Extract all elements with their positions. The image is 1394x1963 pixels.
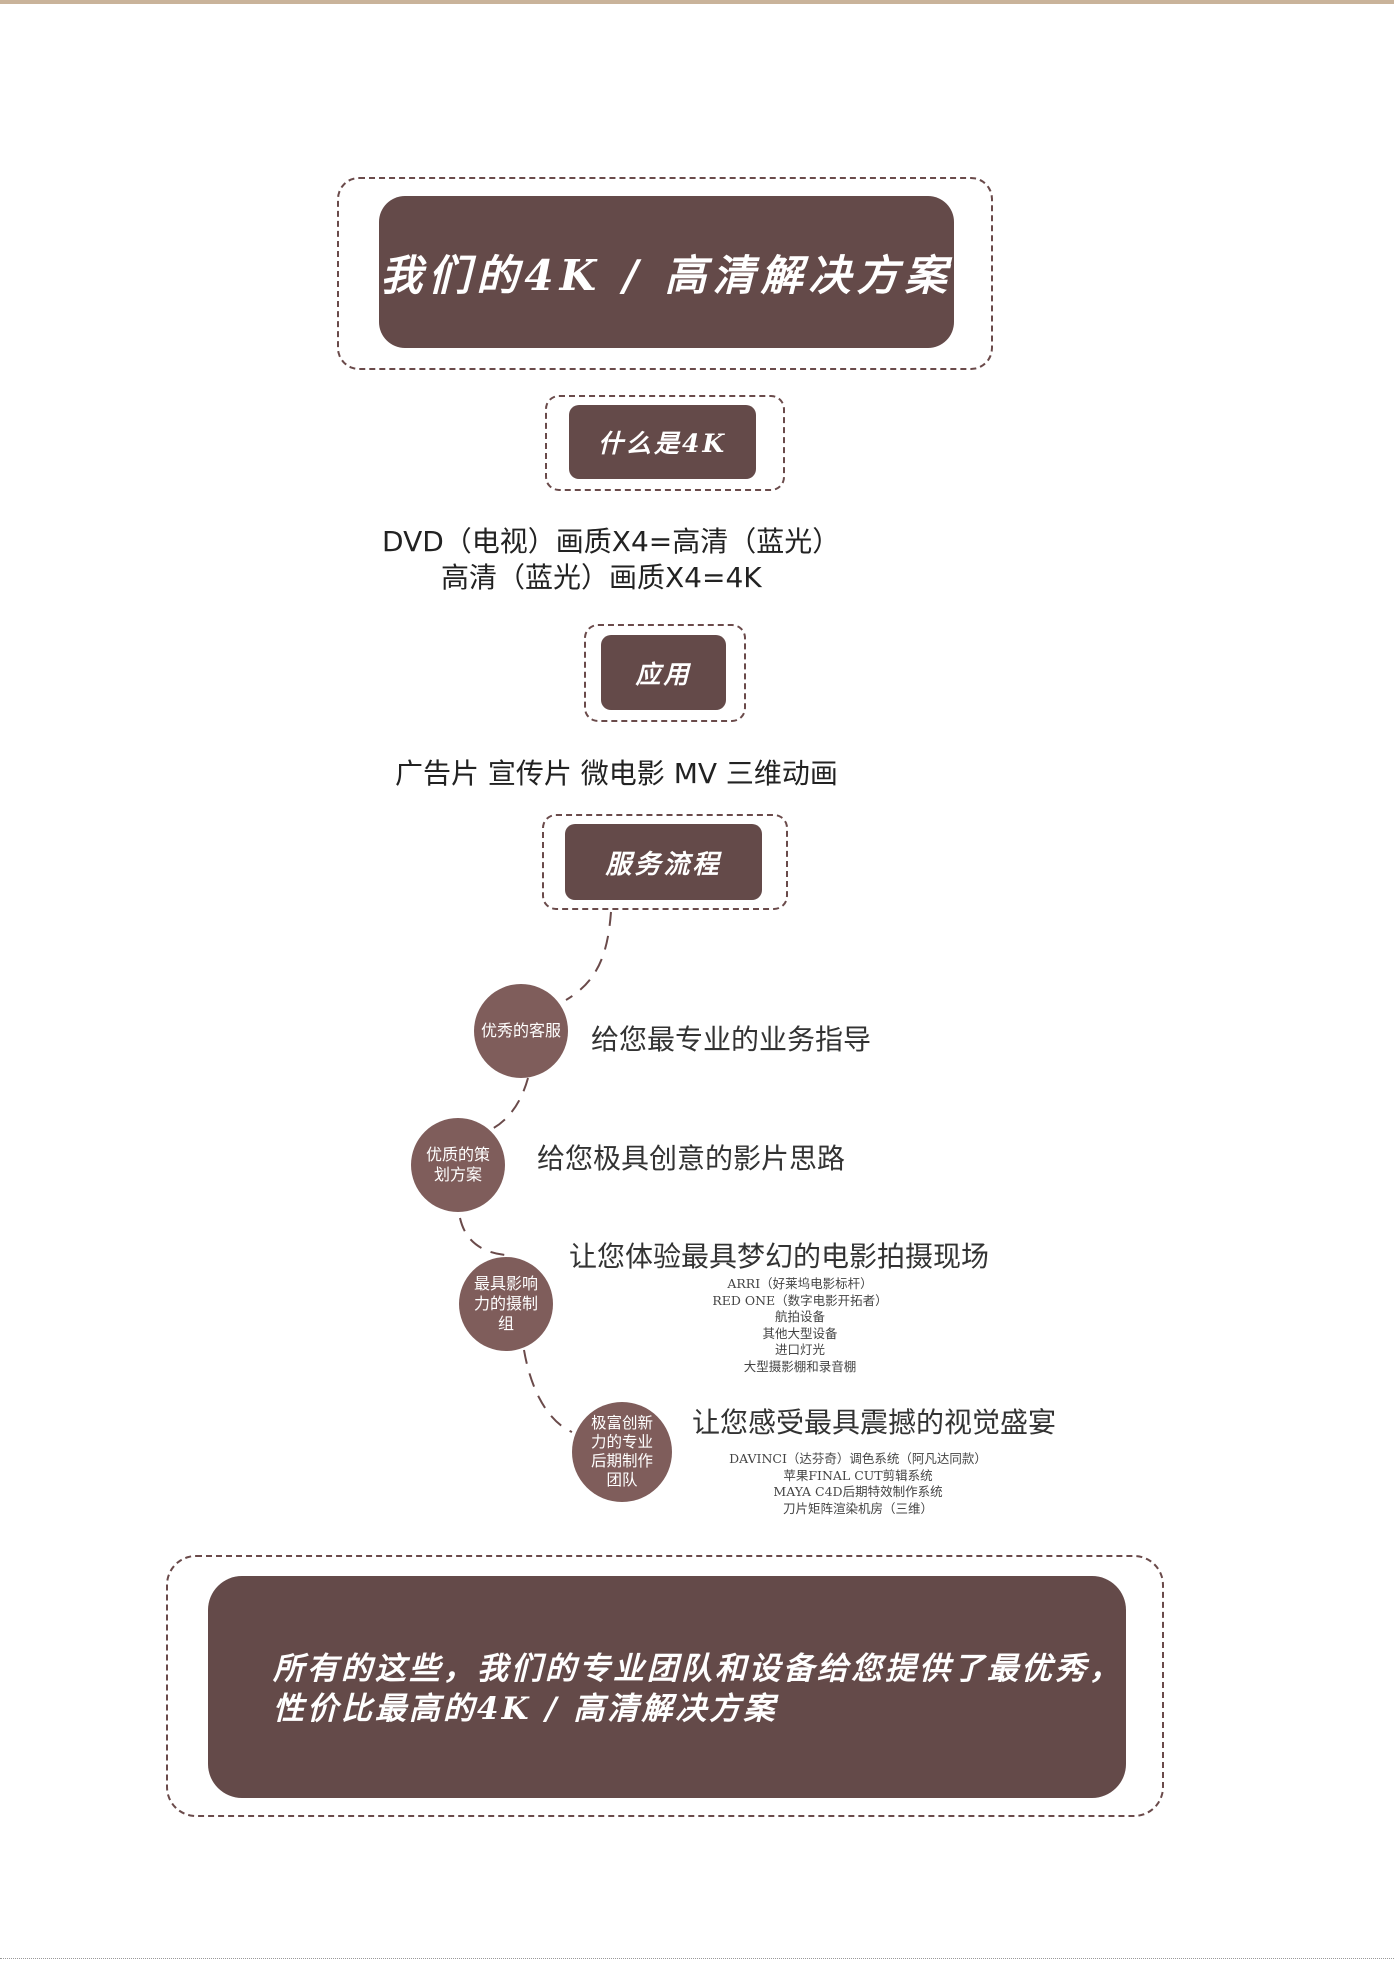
application-line: 广告片 宣传片 微电影 MV 三维动画 [395, 757, 838, 790]
detail-item: 进口灯光 [774, 1342, 825, 1357]
process-step-2-circle: 优质的策划方案 [411, 1118, 505, 1212]
process-step-4-details: DAVINCI（达芬奇）调色系统（阿凡达同款） 苹果FINAL CUT剪辑系统 … [708, 1451, 1008, 1517]
closing-line-1: 所有的这些，我们的专业团队和设备给您提供了最优秀， [273, 1651, 1123, 1687]
what-is-4k-frame [545, 395, 785, 491]
detail-item: 苹果FINAL CUT剪辑系统 [783, 1467, 933, 1483]
detail-item: RED ONE（数字电影开拓者） [712, 1292, 888, 1308]
detail-item: ARRI（好莱坞电影标杆） [727, 1276, 873, 1291]
bottom-rule [0, 1958, 1394, 1959]
detail-item: DAVINCI（达芬奇）调色系统（阿凡达同款） [729, 1451, 987, 1466]
service-process-frame [542, 814, 788, 910]
closing-line-2: 性价比最高的4K / 高清解决方案 [273, 1691, 778, 1727]
what-is-4k-line-2: 高清（蓝光）画质X4=4K [441, 561, 762, 594]
process-step-1-circle: 优秀的客服 [474, 984, 568, 1078]
process-step-2-tagline: 给您极具创意的影片思路 [537, 1142, 846, 1175]
process-step-4-tagline: 让您感受最具震撼的视觉盛宴 [692, 1406, 1057, 1439]
what-is-4k-line-1: DVD（电视）画质X4=高清（蓝光） [382, 525, 841, 558]
service-process-heading: 服务流程 [565, 824, 762, 900]
closing-box: 所有的这些，我们的专业团队和设备给您提供了最优秀， 性价比最高的4K / 高清解… [208, 1576, 1126, 1798]
application-frame [584, 624, 746, 722]
process-step-4-circle: 极富创新力的专业后期制作团队 [572, 1402, 672, 1502]
main-title-frame [337, 177, 993, 370]
main-title: 我们的4K / 高清解决方案 [379, 196, 954, 348]
detail-item: 刀片矩阵渲染机房（三维） [782, 1500, 933, 1516]
what-is-4k-heading: 什么是4K [569, 405, 756, 479]
closing-frame [166, 1555, 1164, 1817]
process-step-3-circle: 最具影响力的摄制组 [459, 1257, 553, 1351]
application-heading: 应用 [601, 635, 726, 710]
process-step-3-tagline: 让您体验最具梦幻的电影拍摄现场 [569, 1240, 990, 1273]
process-step-1-tagline: 给您最专业的业务指导 [591, 1023, 872, 1056]
detail-item: 其他大型设备 [762, 1325, 838, 1341]
detail-item: 大型摄影棚和录音棚 [743, 1358, 857, 1374]
top-rule [0, 0, 1394, 4]
detail-item: MAYA C4D后期特效制作系统 [773, 1484, 943, 1499]
detail-item: 航拍设备 [774, 1309, 825, 1324]
process-step-3-details: ARRI（好莱坞电影标杆） RED ONE（数字电影开拓者） 航拍设备 其他大型… [680, 1276, 920, 1375]
